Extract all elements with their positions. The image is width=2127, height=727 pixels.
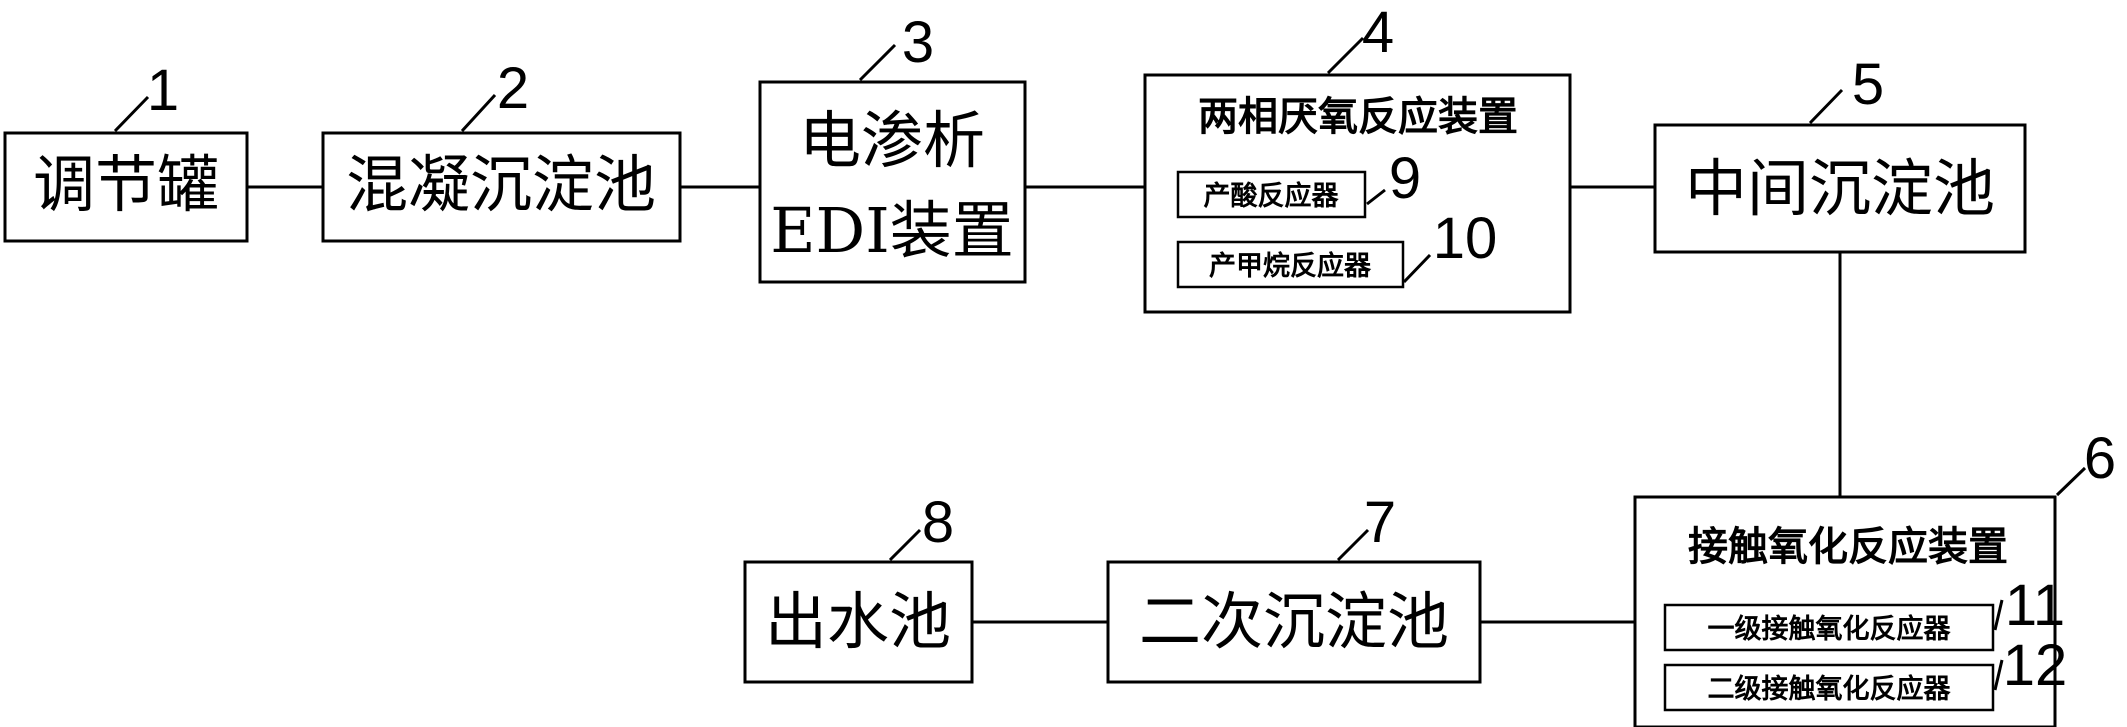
methane-producing-reactor: 产甲烷反应器 10 (1176, 206, 1498, 289)
node-two-phase-anaerobic-reactor: 两相厌氧反应装置 4 产酸反应器 9 产甲烷反应器 10 (1143, 0, 1572, 314)
sub-10-box (1176, 240, 1405, 289)
node-effluent-tank: 出水池 8 (743, 490, 974, 684)
sub-12-box (1663, 663, 1995, 712)
sub-12-leader (1993, 659, 2004, 691)
sub-9-label: 产酸反应器 (1204, 180, 1340, 212)
sub-11-label: 一级接触氧化反应器 (1708, 613, 1952, 645)
sub-11-box (1663, 603, 1995, 652)
node-3-number: 3 (902, 10, 934, 75)
node-5-label: 中间沉淀池 (1685, 152, 1995, 225)
node-1-label: 调节罐 (33, 148, 219, 221)
node-6-label: 接触氧化反应装置 (1688, 524, 2008, 570)
sub-10-label: 产甲烷反应器 (1209, 250, 1372, 282)
node-regulating-tank: 调节罐 1 (3, 58, 249, 243)
secondary-contact-oxidation-reactor: 二级接触氧化反应器 12 (1663, 633, 2068, 712)
node-3-label-line1: 电渗析 (799, 104, 985, 177)
primary-contact-oxidation-reactor: 一级接触氧化反应器 11 (1663, 573, 2065, 652)
sub-11-number: 11 (2005, 573, 2065, 638)
sub-12-label: 二级接触氧化反应器 (1708, 673, 1952, 705)
node-2-label: 混凝沉淀池 (346, 148, 656, 221)
node-6-number: 6 (2084, 426, 2116, 491)
node-2-leader (460, 93, 497, 133)
node-3-box (758, 80, 1027, 284)
node-7-leader (1336, 528, 1370, 562)
node-4-number: 4 (1362, 0, 1394, 65)
node-5-box (1653, 123, 2027, 254)
node-4-label: 两相厌氧反应装置 (1198, 94, 1518, 140)
node-edi-device: 电渗析 EDI装置 3 (758, 10, 1027, 284)
node-7-label: 二次沉淀池 (1139, 585, 1449, 658)
sub-11-leader (1993, 599, 2004, 631)
node-contact-oxidation-reactor: 接触氧化反应装置 6 一级接触氧化反应器 11 二级接触氧化反应器 12 (1633, 426, 2116, 727)
sub-10-number: 10 (1433, 206, 1498, 271)
node-8-number: 8 (922, 490, 954, 555)
acid-producing-reactor: 产酸反应器 9 (1176, 146, 1421, 219)
node-6-leader (2055, 466, 2087, 497)
node-4-leader (1326, 36, 1365, 75)
node-7-number: 7 (1364, 490, 1396, 555)
node-5-number: 5 (1852, 52, 1884, 117)
node-1-leader (113, 95, 150, 133)
node-coagulation-sedimentation-tank: 混凝沉淀池 2 (321, 56, 682, 243)
sub-9-number: 9 (1389, 146, 1421, 211)
node-8-box (743, 560, 974, 684)
node-3-leader (858, 43, 897, 82)
node-8-leader (888, 528, 922, 562)
sub-9-leader (1366, 188, 1386, 206)
node-8-label: 出水池 (765, 585, 951, 658)
node-secondary-sedimentation-tank: 二次沉淀池 7 (1106, 490, 1482, 684)
node-2-box (321, 131, 682, 243)
node-7-box (1106, 560, 1482, 684)
node-5-leader (1808, 88, 1844, 125)
node-3-label-line2: EDI装置 (770, 194, 1013, 267)
node-2-number: 2 (497, 56, 529, 121)
node-1-number: 1 (147, 58, 179, 123)
node-intermediate-sedimentation-tank: 中间沉淀池 5 (1653, 52, 2027, 254)
sub-10-leader (1402, 253, 1432, 284)
sub-12-number: 12 (2003, 633, 2068, 698)
node-1-box (3, 131, 249, 243)
sub-9-box (1176, 170, 1367, 219)
